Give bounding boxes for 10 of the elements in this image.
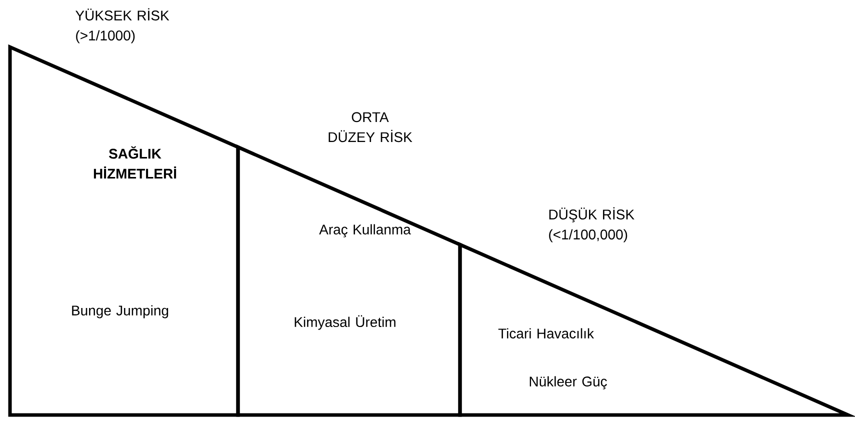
activity-label: Bunge Jumping (72, 305, 168, 318)
risk-level-label: YÜKSEK RİSK (>1/1000) (76, 8, 170, 44)
activity-label: Ticari Havacılık (498, 328, 594, 338)
activity-label: Kimyasal Üretim (294, 315, 396, 330)
risk-level-label: ORTA DÜZEY RİSK (328, 112, 412, 142)
activity-label: Nükleer Güç (530, 376, 607, 390)
risk-level-label: DÜŞÜK RİSK (<1/100,000) (549, 207, 634, 242)
risk-region (458, 207, 855, 417)
category-label: SAĞLIK HİZMETLERİ (94, 146, 176, 179)
activity-label: Araç Kullanma (319, 224, 411, 238)
